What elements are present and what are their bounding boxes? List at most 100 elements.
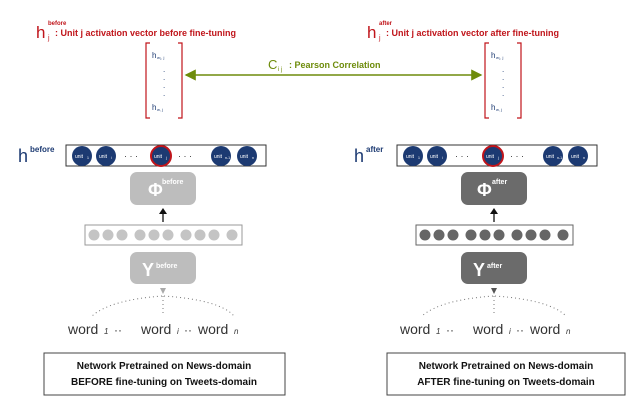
vector-ellipsis-4: . xyxy=(163,89,165,98)
after-caption-line1: Network Pretrained on News-domain xyxy=(419,361,593,372)
unit-n-node: unit n xyxy=(237,146,257,166)
hj-after-description: : Unit j activation vector after fine-tu… xyxy=(386,28,559,38)
svg-text:n-1: n-1 xyxy=(557,156,562,160)
embedding-units xyxy=(419,229,569,241)
svg-text:1: 1 xyxy=(87,156,89,160)
units-ellipsis-1: · · · xyxy=(455,151,469,161)
word-n: word xyxy=(529,321,560,337)
svg-text:unit: unit xyxy=(214,154,223,160)
correlation-symbol: C xyxy=(268,57,277,72)
svg-text:unit: unit xyxy=(430,154,439,160)
hj-before-symbol: h xyxy=(36,23,45,42)
unit-j-node-highlighted: unit j xyxy=(150,145,172,167)
svg-text:n-1: n-1 xyxy=(225,156,230,160)
merge-node xyxy=(491,288,497,294)
before-caption-line2: BEFORE fine-tuning on Tweets-domain xyxy=(71,377,257,388)
svg-text:1: 1 xyxy=(436,327,440,336)
vector-ellipsis-2: . xyxy=(163,73,165,82)
after-caption-box xyxy=(386,352,626,396)
up-arrow-head xyxy=(159,208,167,214)
upsilon-after-symbol: Υ xyxy=(473,260,485,280)
upsilon-after-block xyxy=(461,252,527,284)
svg-text:i: i xyxy=(509,327,511,336)
h-before-symbol: h xyxy=(18,146,28,166)
pearson-correlation-arrow: C i j : Pearson Correlation xyxy=(184,57,483,81)
vector-top-entry-sub: w₁, j xyxy=(157,55,164,60)
svg-text:unit: unit xyxy=(75,154,84,160)
vector-bottom-entry-sub: w, j xyxy=(157,107,163,112)
hj-after-sup: after xyxy=(379,21,393,27)
before-vector-legend: h before j : Unit j activation vector be… xyxy=(36,21,236,42)
svg-text:unit: unit xyxy=(546,154,555,160)
svg-text:··: ·· xyxy=(114,323,122,337)
before-activation-vector: h w₁, j . . . . h w, j xyxy=(145,42,183,119)
vector-bottom-entry-sub: w, j xyxy=(496,107,502,112)
unit-i-node: unit i xyxy=(96,146,116,166)
phi-before-block xyxy=(130,172,196,205)
h-before-sup: before xyxy=(30,145,55,154)
hj-after-symbol: h xyxy=(367,23,376,42)
word-i: word xyxy=(140,321,171,337)
before-caption-line1: Network Pretrained on News-domain xyxy=(77,361,251,372)
before-network: h before unit 1 unit i · · · unit j · · … xyxy=(18,144,286,396)
svg-text:n: n xyxy=(252,156,254,160)
vector-ellipsis-3: . xyxy=(502,81,504,90)
svg-text:j: j xyxy=(165,156,167,160)
vector-ellipsis-2: . xyxy=(502,73,504,82)
svg-text:1: 1 xyxy=(104,327,108,336)
after-vector-legend: h after j : Unit j activation vector aft… xyxy=(367,21,559,42)
svg-text:unit: unit xyxy=(406,154,415,160)
vector-ellipsis-3: . xyxy=(163,81,165,90)
after-caption-line2: AFTER fine-tuning on Tweets-domain xyxy=(417,377,595,388)
unit-1-node: unit 1 xyxy=(403,146,423,166)
svg-text:unit: unit xyxy=(571,154,580,160)
word-n: word xyxy=(197,321,228,337)
before-caption-box xyxy=(43,352,286,396)
units-ellipsis-2: · · · xyxy=(178,151,192,161)
hj-after-sub: j xyxy=(378,35,381,42)
unit-j-node-highlighted: unit j xyxy=(482,145,504,167)
h-after-symbol: h xyxy=(354,146,364,166)
correlation-label: : Pearson Correlation xyxy=(289,60,381,70)
svg-text:unit: unit xyxy=(486,154,495,160)
phi-after-block xyxy=(461,172,527,205)
phi-after-sup: after xyxy=(492,179,507,186)
hidden-layer-box xyxy=(65,144,267,167)
svg-text:n: n xyxy=(234,327,239,336)
svg-text:unit: unit xyxy=(99,154,108,160)
h-after-sup: after xyxy=(366,145,383,154)
hidden-units: unit 1 unit i · · · unit j · · · unit n-… xyxy=(403,145,588,167)
phi-after-symbol: Φ xyxy=(477,180,492,200)
hj-before-sup: before xyxy=(48,21,67,27)
upsilon-after-sup: after xyxy=(487,263,502,270)
upsilon-before-block xyxy=(130,252,196,284)
vector-ellipsis-4: . xyxy=(502,89,504,98)
svg-text:··: ·· xyxy=(446,323,454,337)
upsilon-before-symbol: Υ xyxy=(142,260,154,280)
phi-before-sup: before xyxy=(162,179,184,186)
vector-bottom-entry: h xyxy=(152,103,156,112)
embedding-layer-box xyxy=(415,224,574,246)
vector-bottom-entry: h xyxy=(491,103,495,112)
vector-ellipsis-1: . xyxy=(502,65,504,74)
vector-ellipsis-1: . xyxy=(163,65,165,74)
svg-text:unit: unit xyxy=(240,154,249,160)
embedding-layer-box xyxy=(84,224,243,246)
svg-text:n: n xyxy=(583,156,585,160)
vector-top-entry: h xyxy=(491,51,495,60)
unit-i-node: unit i xyxy=(427,146,447,166)
after-network: h after unit 1 unit i · · · unit j · · · xyxy=(354,144,626,396)
phi-before-symbol: Φ xyxy=(148,180,163,200)
hj-before-sub: j xyxy=(47,35,50,42)
vector-top-entry-sub: w₁, j xyxy=(496,55,503,60)
correlation-sub: i j xyxy=(278,67,282,73)
svg-text:i: i xyxy=(177,327,179,336)
up-arrow-head xyxy=(490,208,498,214)
svg-text:1: 1 xyxy=(418,156,420,160)
svg-text:··: ·· xyxy=(516,323,524,337)
unit-n-node: unit n xyxy=(568,146,588,166)
embedding-units xyxy=(88,229,238,241)
svg-text:i: i xyxy=(111,156,112,160)
upsilon-before-sup: before xyxy=(156,263,178,270)
